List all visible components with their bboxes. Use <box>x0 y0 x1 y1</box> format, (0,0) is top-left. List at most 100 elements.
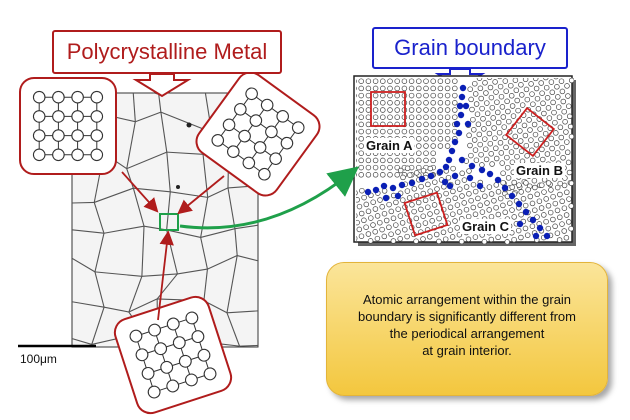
atom <box>475 195 481 202</box>
atom <box>404 233 410 240</box>
atom <box>545 180 552 186</box>
atom <box>505 108 511 115</box>
polycrystalline-metal-title: Polycrystalline Metal <box>52 30 282 74</box>
lattice-inset-square <box>19 77 117 175</box>
atom <box>423 92 429 99</box>
atom <box>495 109 501 116</box>
boundary-atom <box>457 111 465 119</box>
atom <box>512 133 518 140</box>
boundary-atom <box>458 156 466 164</box>
atom <box>517 138 524 144</box>
grain-edge <box>56 228 71 258</box>
atom <box>471 127 477 133</box>
boundary-atom <box>476 182 484 190</box>
atom <box>515 227 522 234</box>
atom <box>503 144 509 151</box>
atom <box>358 150 364 156</box>
grain-edge <box>91 307 105 345</box>
atom <box>498 150 505 156</box>
atom <box>379 226 385 233</box>
atom <box>475 121 482 128</box>
atom <box>474 111 481 117</box>
atom <box>427 188 433 194</box>
atom <box>479 162 485 168</box>
atom <box>374 235 381 242</box>
atom <box>486 78 493 81</box>
atom <box>495 189 502 195</box>
atom <box>468 152 474 159</box>
boundary-atom <box>468 162 476 170</box>
atom <box>437 107 444 113</box>
atom <box>430 107 436 113</box>
atom <box>416 128 422 135</box>
atom <box>472 188 479 195</box>
boundary-atom <box>427 172 435 180</box>
atom <box>527 127 533 133</box>
inclusion <box>176 185 180 189</box>
lattice-atom <box>191 330 205 344</box>
atom <box>485 120 492 127</box>
scale-bar-label: 100μm <box>20 352 57 366</box>
atom <box>550 216 556 223</box>
atom <box>543 78 549 81</box>
lattice-atom <box>52 110 65 123</box>
atom <box>365 157 372 164</box>
atom <box>473 101 480 107</box>
atom <box>377 219 383 226</box>
boundary-atom <box>486 170 494 178</box>
atom <box>452 100 458 106</box>
atom <box>379 204 385 210</box>
lattice-bond <box>172 323 192 381</box>
grain-edge <box>177 268 208 275</box>
atom <box>372 100 379 106</box>
atom <box>358 143 364 149</box>
atom <box>372 164 379 171</box>
atom <box>365 128 372 135</box>
atom <box>509 207 515 213</box>
atom <box>437 143 444 149</box>
atom <box>365 114 372 120</box>
atom <box>423 107 429 113</box>
boundary-atom <box>516 220 524 228</box>
atom <box>368 215 374 221</box>
grain-edge <box>72 229 105 234</box>
atom <box>387 78 393 84</box>
atom <box>356 93 357 98</box>
atom <box>444 107 451 113</box>
lattice-atom <box>197 348 211 362</box>
atom <box>556 237 563 243</box>
atom <box>563 235 570 241</box>
atom <box>538 80 544 86</box>
atom <box>554 207 561 214</box>
atom <box>564 149 571 156</box>
atom <box>358 92 364 99</box>
boundary-atom <box>446 182 454 190</box>
atom <box>372 85 379 92</box>
lattice-atom <box>52 90 65 104</box>
atom <box>356 236 358 241</box>
atom <box>476 78 483 81</box>
atom <box>395 206 401 212</box>
atom <box>538 136 544 143</box>
atom <box>423 136 429 142</box>
atom <box>529 200 536 207</box>
atom <box>545 203 552 209</box>
grain-edge <box>141 226 145 277</box>
atom <box>512 78 519 83</box>
atom <box>404 188 411 194</box>
lattice-atom <box>234 102 247 116</box>
atom <box>358 121 364 128</box>
lattice-atom <box>32 129 46 142</box>
lattice-inset-rotated <box>195 71 321 197</box>
grain-edge <box>94 187 134 203</box>
atom <box>521 122 528 129</box>
atom <box>404 165 411 172</box>
atom <box>365 172 372 178</box>
atom <box>466 168 472 174</box>
atom <box>559 88 566 95</box>
atom <box>560 98 567 105</box>
atom <box>523 180 529 186</box>
pointer-arrow-b <box>177 175 225 215</box>
atom <box>413 170 420 176</box>
atom <box>487 140 494 147</box>
